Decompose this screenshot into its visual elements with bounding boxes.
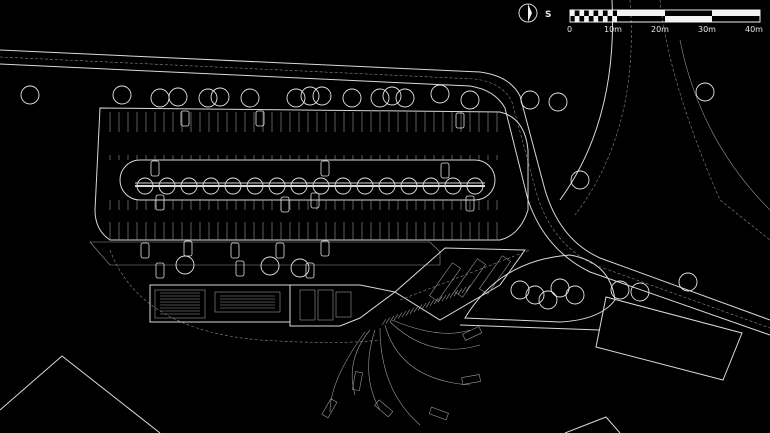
tree-icon [286,88,306,108]
traffic-island [459,254,616,331]
tree-icon [210,87,230,107]
right-building [595,296,743,381]
car-icon [440,162,450,179]
tree-icon [525,285,545,305]
tree-icon [610,280,630,300]
service-building [149,284,397,327]
car-icon [155,194,165,211]
main-road [0,49,770,336]
car-icon [140,242,150,259]
car-icon [280,196,290,213]
tree-icon [430,84,450,104]
tree-icon [565,285,585,305]
scale-label-10m: 10m [604,25,622,34]
tree-icon [630,282,650,302]
tree-icon [538,290,558,310]
boundary-arc [109,249,381,343]
scale-bar: 0 10m 20m 30m 40m [567,9,763,34]
car-icon [275,242,285,259]
tree-icon [510,280,530,300]
parked-cars [140,110,475,279]
car-icon [230,242,240,259]
tree-icon [370,88,390,108]
tree-icon [260,256,280,276]
tree-icon [300,86,320,106]
scale-label-40m: 40m [745,25,763,34]
road-edge-hatch [381,285,471,326]
tree-icon [570,170,590,190]
car-icon [183,240,193,257]
tree-icon [395,88,415,108]
car-icon [320,240,330,257]
car-icon [305,262,315,279]
scale-label-0: 0 [567,25,572,34]
car-icon [255,110,265,127]
tree-icon [342,88,362,108]
scale-label-20m: 20m [651,25,669,34]
lower-right-corner-line [564,416,621,433]
tree-icon [290,258,310,278]
north-arrow-label: S [545,10,551,20]
trees [20,82,715,310]
car-icon [455,112,465,129]
car-icon [320,160,330,177]
car-icon [310,192,320,209]
tree-icon [168,87,188,107]
tree-icon [198,88,218,108]
tree-icon [112,85,132,105]
tree-icon [20,85,40,105]
secondary-road [559,0,770,241]
car-icon [155,262,165,279]
fuel-station-canopy [394,247,531,321]
tree-icon [520,90,540,110]
car-icon [180,110,190,127]
car-icon [235,260,245,277]
tree-icon [460,90,480,110]
tree-icon [382,86,402,106]
north-arrow: S [518,3,551,23]
lower-left-building [0,355,161,433]
car-icon [465,195,475,212]
tree-icon [678,272,698,292]
car-icon [150,160,160,177]
tree-icon [312,86,332,106]
turning-sweeps [321,319,483,426]
tree-icon [240,88,260,108]
parking-stalls [109,112,498,240]
tree-icon [695,82,715,102]
parking-area [89,107,529,266]
scale-label-30m: 30m [698,25,716,34]
tree-icon [548,92,568,112]
tree-icon [150,88,170,108]
north-arrow-pointer-icon [528,4,532,22]
